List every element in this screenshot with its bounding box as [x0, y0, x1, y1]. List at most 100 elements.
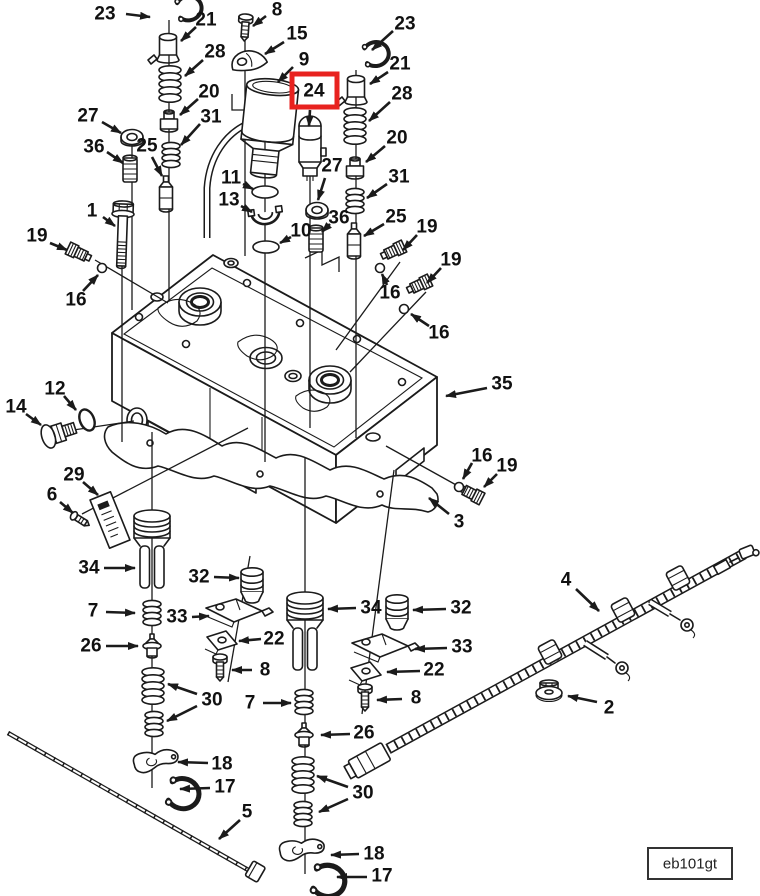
bolt-hole — [397, 377, 407, 387]
callout-label-21-injector-link: 21 — [389, 54, 411, 75]
highlight-box-24 — [289, 71, 340, 110]
callout-arrow-18-46 — [177, 758, 209, 767]
spring-28a — [158, 65, 182, 103]
callout-arrow-10-22 — [279, 234, 292, 245]
nut-27b — [305, 201, 329, 220]
wiring-harness-4 — [343, 544, 760, 780]
retainer-26b — [294, 722, 314, 748]
callout-arrow-19-24 — [49, 241, 68, 252]
seal-washer-16d — [453, 481, 465, 493]
callout-arrow-28-10 — [368, 101, 391, 122]
bracket-33b — [351, 633, 420, 663]
callout-arrow-17-47 — [179, 784, 211, 793]
callout-label-1-cap-screw: 1 — [87, 201, 98, 222]
callout-label-14-plug: 14 — [5, 397, 27, 418]
callout-arrow-33-41 — [191, 612, 210, 621]
adjusting-screw-36a — [122, 154, 138, 183]
spring-30b1 — [291, 755, 315, 795]
callout-arrow-35-30 — [445, 386, 488, 399]
screw-8c — [357, 683, 373, 712]
callout-label-15-clamp: 15 — [286, 24, 308, 45]
side-hole — [365, 432, 381, 442]
callout-arrow-32-39 — [213, 573, 240, 582]
retainer-26a — [142, 633, 162, 659]
callout-label-4-wiring-harness: 4 — [561, 570, 572, 591]
callout-label-7-spring: 7 — [88, 601, 99, 622]
callout-arrow-20-9 — [179, 98, 199, 116]
callout-arrow-16-29 — [410, 312, 430, 328]
callout-arrow-29-36 — [82, 481, 99, 496]
callout-arrow-28-5 — [184, 59, 204, 77]
bolt-hole — [134, 312, 144, 322]
callout-label-22-spacer-plate: 22 — [423, 660, 444, 681]
callout-label-33-bracket: 33 — [166, 607, 187, 628]
callout-label-16-seal-washer: 16 — [471, 446, 492, 467]
callout-label-31-spring: 31 — [388, 167, 410, 188]
link-21b — [335, 74, 368, 107]
callout-label-19-plug: 19 — [440, 250, 461, 271]
figure-code-box: eb101gt — [647, 847, 733, 880]
plug-14 — [40, 421, 78, 449]
figure-code: eb101gt — [663, 856, 718, 873]
callout-label-19-plug: 19 — [416, 217, 437, 238]
callout-label-18-clamp: 18 — [211, 754, 232, 775]
callout-arrow-30-56 — [316, 774, 349, 789]
callout-arrow-3-35 — [428, 496, 450, 516]
harness-end-connector — [738, 544, 760, 560]
callout-label-27-nut: 27 — [77, 106, 98, 127]
callout-arrow-7-40 — [105, 608, 136, 617]
harness-end-sleeve — [712, 558, 732, 576]
callout-label-33-bracket: 33 — [451, 637, 472, 658]
clamp-18b — [278, 837, 326, 863]
dipstick-rod-5 — [6, 731, 266, 883]
callout-label-31-spring: 31 — [200, 107, 222, 128]
harness-clip — [610, 597, 636, 623]
o-ring-11 — [251, 185, 279, 199]
callout-label-3-gasket: 3 — [454, 512, 465, 533]
callout-label-17-retaining-ring: 17 — [214, 777, 235, 798]
harness-clip — [665, 565, 691, 591]
bolt-hole — [352, 334, 362, 344]
callout-label-26-retainer: 26 — [80, 636, 101, 657]
callout-label-17-retaining-ring: 17 — [371, 866, 392, 887]
isolator-32a — [240, 566, 264, 604]
bolt-hole — [242, 278, 252, 288]
callout-label-2-nut: 2 — [604, 698, 615, 719]
shaft-bore-left — [178, 287, 222, 326]
callout-arrow-25-15 — [150, 156, 164, 177]
callout-arrow-8-53 — [376, 695, 403, 704]
spacer-plate-22b — [348, 661, 382, 686]
callout-label-8-screw: 8 — [260, 660, 271, 681]
callout-arrow-21-8 — [369, 70, 389, 86]
callout-label-34-tappet: 34 — [78, 558, 100, 579]
callout-arrow-4-59 — [575, 588, 600, 612]
link-21a — [147, 32, 180, 65]
callout-label-20-retainer: 20 — [198, 82, 219, 103]
seal-washer-16a — [96, 262, 108, 274]
callout-label-32-isolator: 32 — [188, 567, 209, 588]
callout-label-30-springs: 30 — [201, 690, 222, 711]
callout-label-21-injector-link: 21 — [195, 10, 217, 31]
spring-30a1 — [141, 666, 165, 706]
callout-arrow-8-2 — [252, 14, 267, 28]
spring-7a — [142, 599, 162, 627]
callout-label-28-spring: 28 — [391, 84, 412, 105]
callout-arrow-13-19 — [240, 203, 253, 214]
callout-label-16-seal-washer: 16 — [379, 283, 400, 304]
callout-arrow-19-28 — [426, 267, 442, 284]
cap-screw-1 — [111, 200, 135, 270]
callout-label-19-plug: 19 — [26, 226, 47, 247]
callout-arrow-33-51 — [414, 644, 448, 653]
boss-hole — [223, 257, 239, 269]
callout-arrow-27-17 — [316, 177, 327, 201]
callout-arrow-23-7 — [371, 30, 394, 51]
data-tag-29 — [89, 490, 131, 550]
bracket-33a — [205, 598, 274, 628]
callout-label-24-sensor: 24 — [303, 81, 325, 102]
harness-connector-main — [343, 742, 391, 780]
callout-arrow-23-0 — [125, 11, 151, 20]
callout-arrow-5-48 — [218, 819, 241, 840]
callout-label-27-nut: 27 — [321, 156, 342, 177]
callout-arrow-30-45 — [166, 704, 198, 723]
